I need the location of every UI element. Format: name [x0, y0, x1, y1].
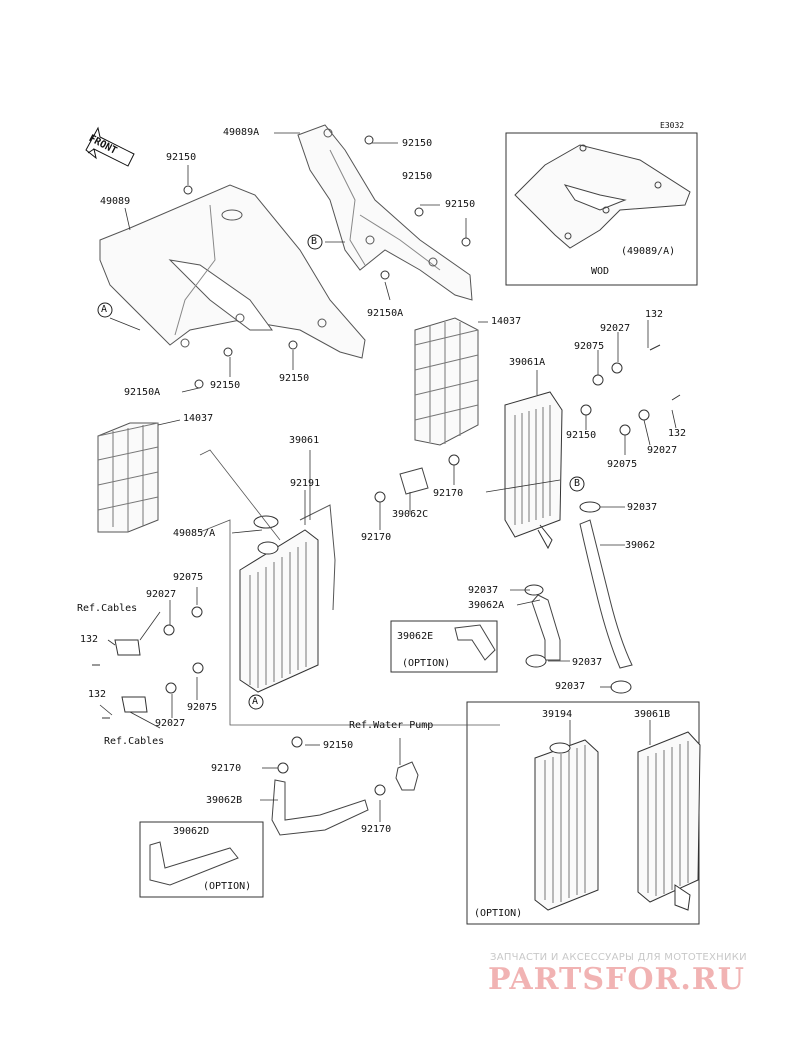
- callout-92170-low: 92170: [211, 763, 242, 774]
- wod-shroud: [514, 144, 691, 249]
- option-label-d: (OPTION): [203, 881, 252, 892]
- callout-132-m: 132: [668, 428, 687, 439]
- callout-39061b: 39061B: [634, 709, 671, 720]
- callout-92027-l2: 92027: [155, 718, 186, 729]
- front-arrow-icon: [85, 126, 135, 167]
- watermark-tagline: ЗАПЧАСТИ И АКСЕССУАРЫ ДЛЯ МОТОТЕХНИКИ: [490, 952, 747, 963]
- leader-lines: [99, 132, 677, 822]
- callout-39062e: 39062E: [397, 631, 434, 642]
- callout-39062b: 39062B: [206, 795, 243, 806]
- callout-92027-l: 92027: [146, 589, 177, 600]
- callout-92191: 92191: [290, 478, 321, 489]
- option-label-e: (OPTION): [402, 658, 451, 669]
- marker-a-left: A: [101, 304, 108, 315]
- callout-92170-m: 92170: [433, 488, 464, 499]
- fasteners: [92, 135, 681, 796]
- callout-92150a-b: 92150A: [124, 387, 161, 398]
- hoses: [149, 467, 633, 886]
- callout-39062d: 39062D: [173, 826, 210, 837]
- callout-39194: 39194: [542, 709, 573, 720]
- option-radiator-39061b: [637, 731, 701, 911]
- option-radiator-39194: [534, 739, 599, 911]
- ref-markers: [97, 234, 585, 710]
- callout-92150-t3: 92150: [445, 199, 476, 210]
- callout-49085a: 49085/A: [173, 528, 216, 539]
- wod-part-label: (49089/A): [621, 246, 676, 257]
- callout-92037-b: 92037: [572, 657, 603, 668]
- callout-92027-m: 92027: [647, 445, 678, 456]
- callout-92150-low: 92150: [323, 740, 354, 751]
- left-radiator: [239, 504, 336, 693]
- callout-92150a-t: 92150A: [367, 308, 404, 319]
- callout-92170-r: 92170: [361, 824, 392, 835]
- callout-92037-bb: 92037: [555, 681, 586, 692]
- option-label-box: (OPTION): [474, 908, 523, 919]
- marker-a-bot: A: [252, 696, 259, 707]
- callout-92075-l2: 92075: [187, 702, 218, 713]
- callout-39062c: 39062C: [392, 509, 429, 520]
- callout-14037-r: 14037: [491, 316, 522, 327]
- callout-49089a: 49089A: [223, 127, 260, 138]
- marker-b-mid: B: [574, 478, 581, 489]
- callout-92170-c: 92170: [361, 532, 392, 543]
- callout-92150-b2: 92150: [279, 373, 310, 384]
- right-radiator: [504, 391, 563, 550]
- left-radiator-grille: [97, 422, 159, 533]
- callout-92075-t: 92075: [574, 341, 605, 352]
- callout-92075-l: 92075: [173, 572, 204, 583]
- callout-92150-t1: 92150: [402, 138, 433, 149]
- option-39062d-box: [139, 821, 264, 898]
- callout-92037-t: 92037: [627, 502, 658, 513]
- callout-132-l2: 132: [88, 689, 107, 700]
- left-shroud: [99, 184, 366, 359]
- callout-39061: 39061: [289, 435, 320, 446]
- callout-92150-tl: 92150: [166, 152, 197, 163]
- ref-cables-1: Ref.Cables: [77, 603, 138, 614]
- callout-39062: 39062: [625, 540, 656, 551]
- watermark-logo: PARTSFOR.RU: [488, 962, 745, 997]
- callout-39061a: 39061A: [509, 357, 546, 368]
- option-39062e-box: [390, 620, 498, 673]
- callout-14037-l: 14037: [183, 413, 214, 424]
- ref-water-pump: Ref.Water Pump: [349, 720, 434, 731]
- wod-title: WOD: [591, 266, 610, 277]
- diagram-code: E3032: [660, 121, 685, 130]
- callout-132-t: 132: [645, 309, 664, 320]
- ref-cables-2: Ref.Cables: [104, 736, 165, 747]
- callout-92150-b1: 92150: [210, 380, 241, 391]
- callout-92027-t: 92027: [600, 323, 631, 334]
- right-radiator-grille: [414, 317, 479, 446]
- callout-92150-m: 92150: [566, 430, 597, 441]
- callout-92075-m: 92075: [607, 459, 638, 470]
- right-shroud: [297, 124, 473, 301]
- marker-b-top: B: [311, 236, 318, 247]
- callout-92037-m: 92037: [468, 585, 499, 596]
- callout-92150-t2: 92150: [402, 171, 433, 182]
- callout-49089: 49089: [100, 196, 131, 207]
- callout-132-l: 132: [80, 634, 99, 645]
- callout-39062a: 39062A: [468, 600, 505, 611]
- wod-inset-box: [505, 132, 698, 286]
